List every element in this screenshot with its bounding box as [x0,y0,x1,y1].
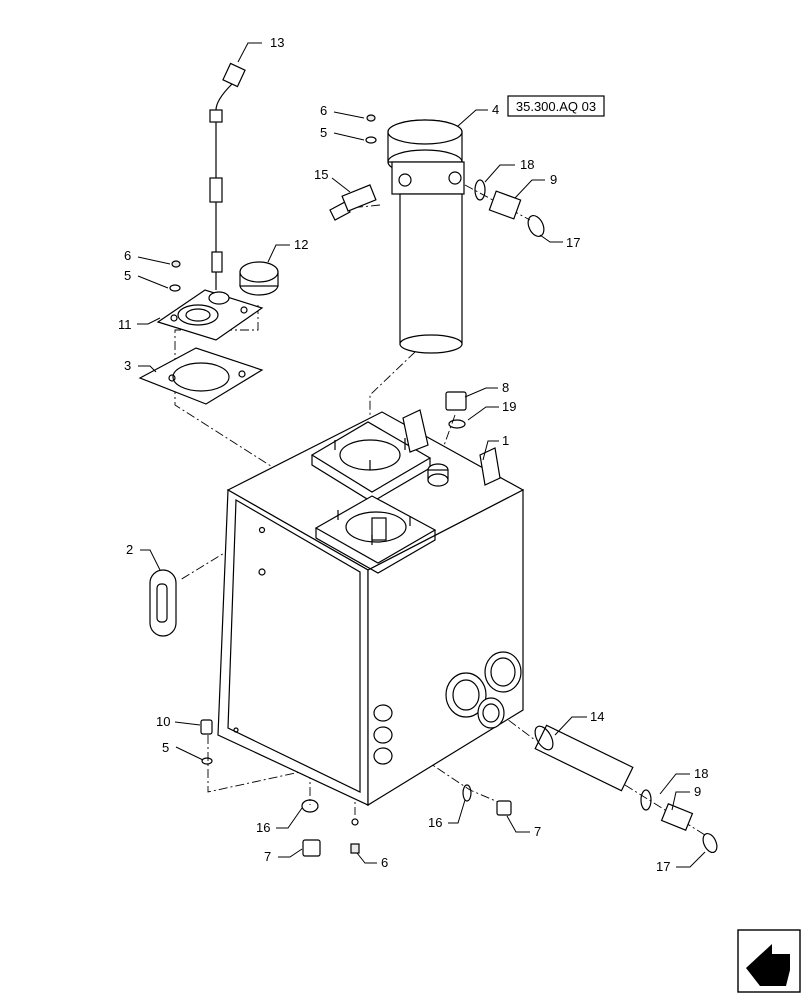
callout-4: 4 [492,102,499,117]
callout-16: 16 [256,820,270,835]
callout-6: 6 [381,855,388,870]
callout-18: 18 [694,766,708,781]
callout-11: 11 [118,317,132,332]
callout-6: 6 [124,248,131,263]
callout-16: 16 [428,815,442,830]
callout-3: 3 [124,358,131,373]
return-filter [387,119,465,354]
sight-glass [149,569,177,637]
pressure-switch [329,184,377,221]
reference-box-text: 35.300.AQ 03 [516,99,596,114]
callout-2: 2 [126,542,133,557]
leader-lines [137,42,706,868]
callout-1: 1 [502,433,509,448]
upper-fitting-group [474,179,545,237]
callout-9: 9 [550,172,557,187]
gasket [138,347,264,405]
next-page-arrow-icon[interactable] [737,929,801,993]
reference-box[interactable]: 35.300.AQ 03 [507,95,605,117]
callout-13: 13 [270,35,284,50]
lower-hardware [200,719,718,857]
callout-5: 5 [162,740,169,755]
callout-9: 9 [694,784,701,799]
callout-10: 10 [156,714,170,729]
callout-17: 17 [656,859,670,874]
suction-strainer [534,724,634,792]
small-hardware [169,114,377,292]
callout-14: 14 [590,709,604,724]
callout-5: 5 [124,268,131,283]
callout-5: 5 [320,125,327,140]
drain-plug-group [445,391,467,429]
level-sender [209,62,246,290]
callout-15: 15 [314,167,328,182]
callout-6: 6 [320,103,327,118]
cover-plate [156,289,264,341]
callout-8: 8 [502,380,509,395]
callout-19: 19 [502,399,516,414]
callout-7: 7 [534,824,541,839]
breather-cap [239,261,279,296]
callout-18: 18 [520,157,534,172]
callout-17: 17 [566,235,580,250]
callout-labels: 13 6 5 4 18 15 9 17 6 12 5 11 3 8 19 1 2… [118,35,708,874]
callout-12: 12 [294,237,308,252]
hydraulic-tank [217,409,525,807]
callout-7: 7 [264,849,271,864]
